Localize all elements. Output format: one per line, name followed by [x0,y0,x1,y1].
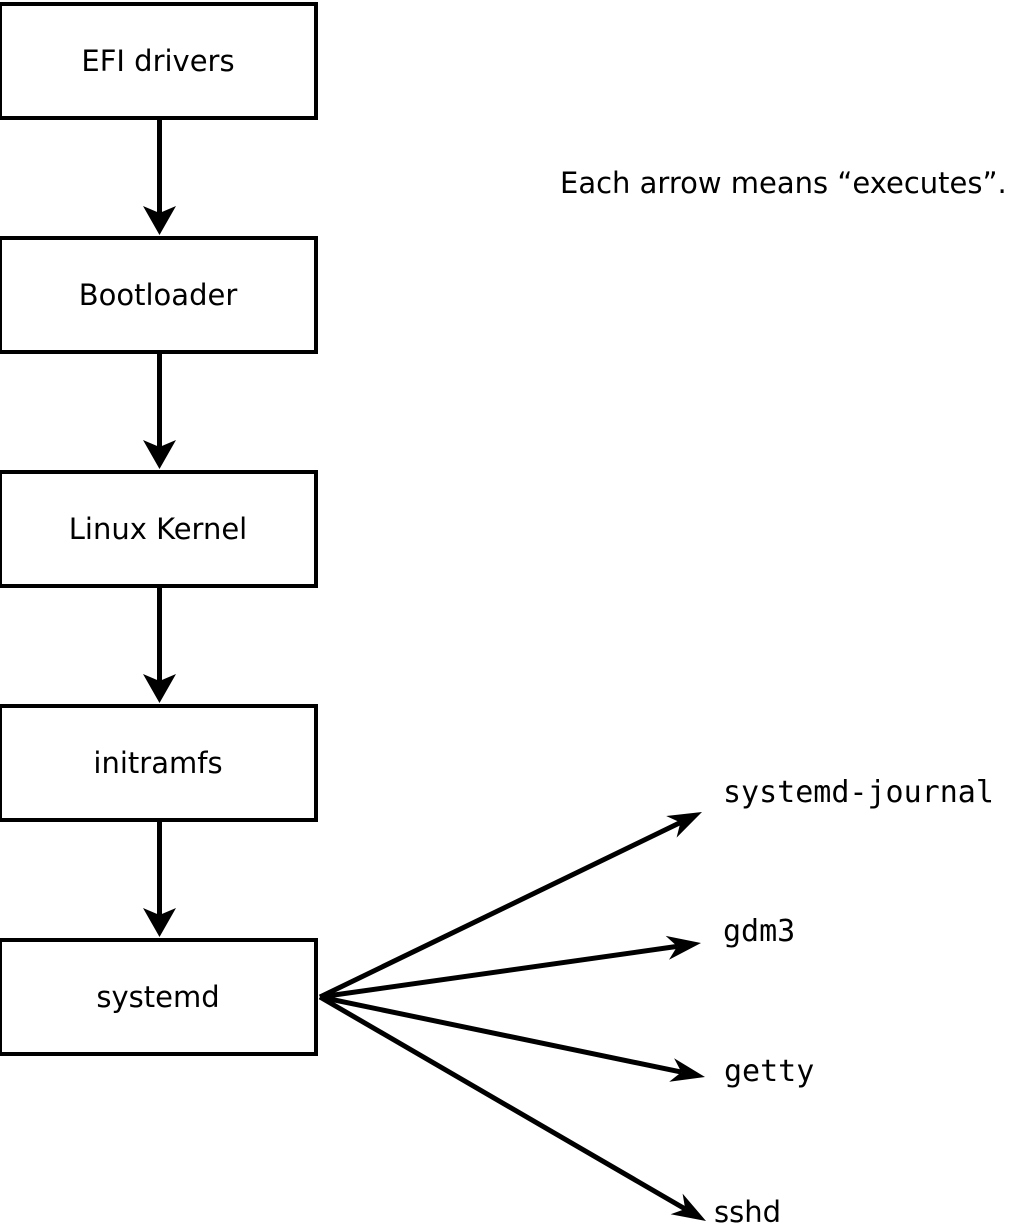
target-gdm3: gdm3 [723,914,796,949]
node-efi-drivers: EFI drivers [0,2,318,120]
node-initramfs-label: initramfs [93,745,223,780]
target-sshd: sshd [714,1195,782,1229]
arrow-efi-to-bootloader [143,119,176,235]
arrow-bootloader-to-kernel [143,353,176,469]
arrow-systemd-to-gdm3 [319,935,701,1000]
arrow-initramfs-to-systemd [143,821,176,937]
node-linux-kernel: Linux Kernel [0,470,318,588]
node-efi-drivers-label: EFI drivers [81,43,235,78]
node-systemd: systemd [0,938,318,1056]
target-getty: getty [724,1054,815,1089]
arrow-systemd-to-getty [319,994,705,1082]
legend-annotation: Each arrow means “executes”. [560,166,1007,200]
node-bootloader-label: Bootloader [78,277,238,312]
arrow-systemd-to-journal [318,812,702,1000]
node-initramfs: initramfs [0,704,318,822]
arrow-kernel-to-initramfs [143,587,176,703]
node-bootloader: Bootloader [0,236,318,354]
node-linux-kernel-label: Linux Kernel [68,511,248,546]
node-systemd-label: systemd [96,979,220,1014]
target-systemd-journal: systemd-journal [723,775,994,810]
arrow-systemd-to-sshd [318,994,706,1221]
